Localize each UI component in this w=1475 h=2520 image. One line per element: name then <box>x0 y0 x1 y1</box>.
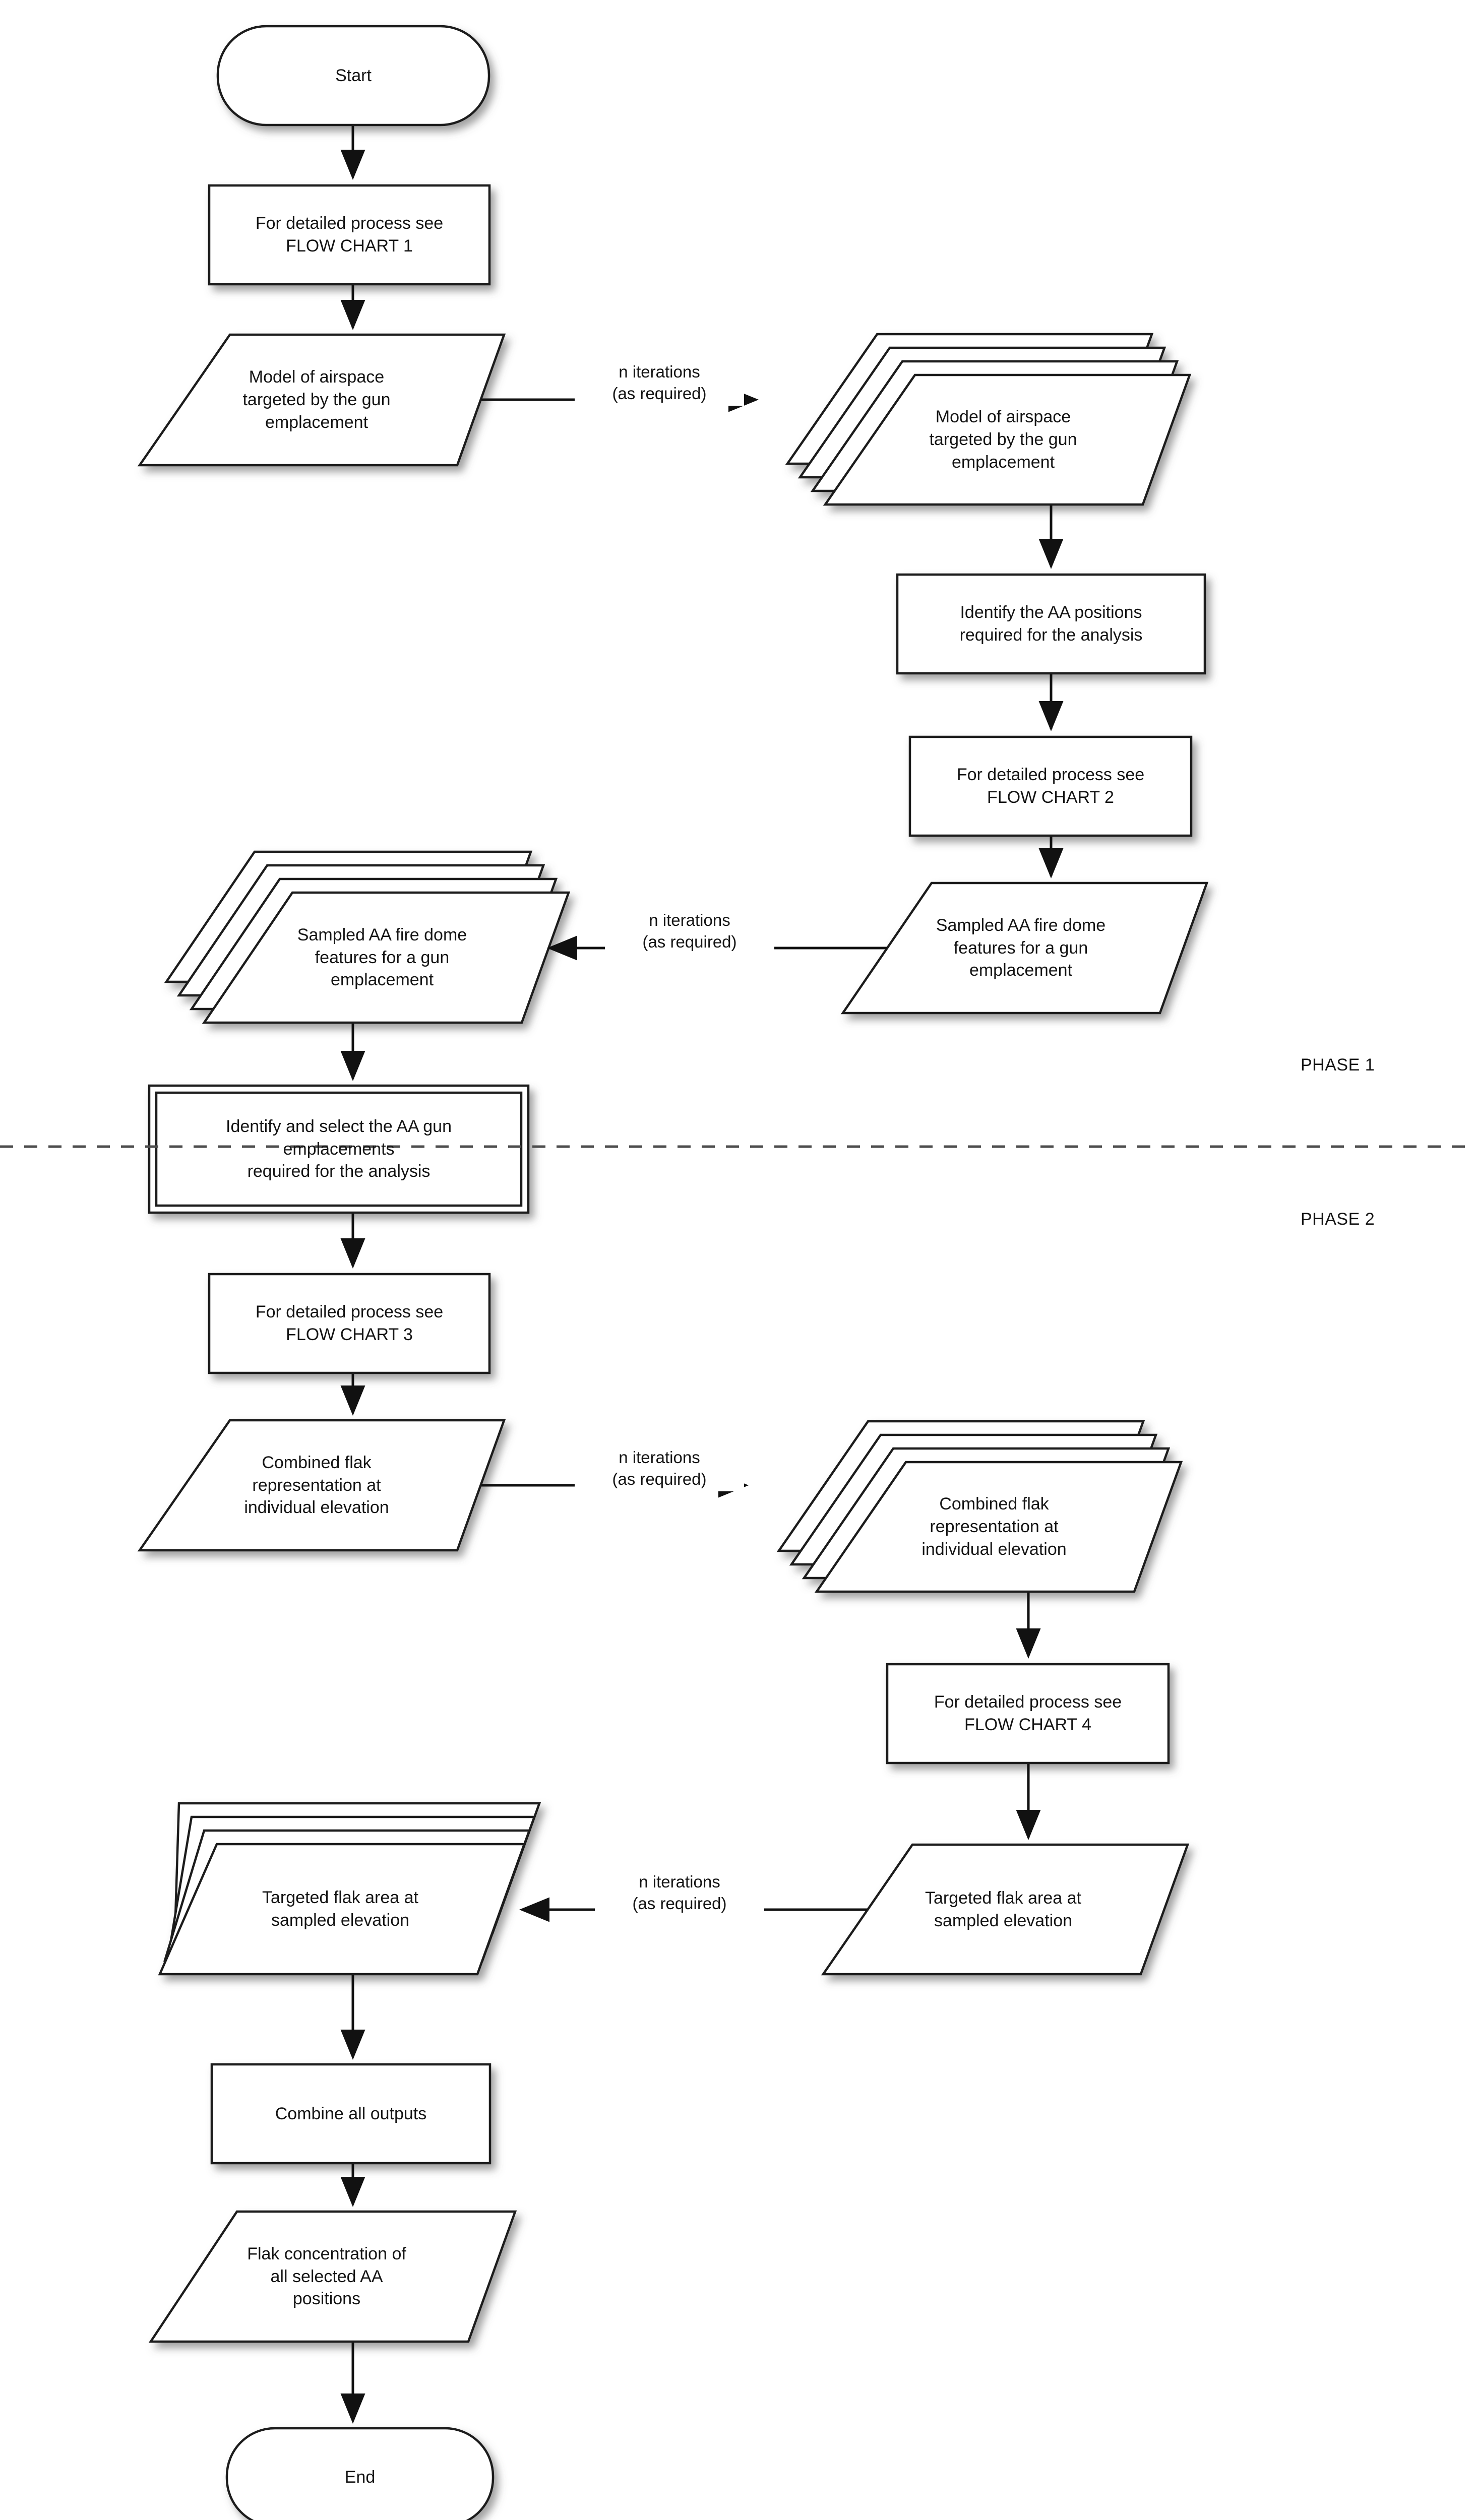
phase-2-label: PHASE 2 <box>1301 1210 1375 1229</box>
node-flowchart1-shape[interactable] <box>208 184 491 286</box>
edge-label-iteration-4: n iterations (as required) <box>595 1870 764 1916</box>
node-sampled-dome-single-shape[interactable] <box>840 881 1209 1015</box>
edge-label-iteration-3: n iterations (as required) <box>575 1446 744 1491</box>
node-model-airspace-single-shape[interactable] <box>137 333 506 467</box>
node-combined-flak-stack-shape[interactable] <box>776 1420 1183 1593</box>
node-start-shape[interactable] <box>216 25 490 127</box>
node-sampled-dome-stack-shape[interactable] <box>164 850 571 1024</box>
edge-label-iteration-1: n iterations (as required) <box>575 360 744 406</box>
node-targeted-flak-stack-shape[interactable] <box>158 1802 541 1976</box>
node-flowchart2-shape[interactable] <box>908 735 1193 837</box>
edge-label-iteration-2: n iterations (as required) <box>605 909 774 954</box>
node-end-shape[interactable] <box>225 2427 495 2520</box>
node-model-airspace-stack-shape[interactable] <box>785 333 1192 506</box>
node-combined-flak-single-shape[interactable] <box>137 1419 506 1552</box>
node-flowchart4-shape[interactable] <box>886 1663 1170 1765</box>
node-flak-concentration-shape[interactable] <box>148 2210 517 2343</box>
node-targeted-flak-single-shape[interactable] <box>821 1843 1190 1976</box>
node-combine-all-outputs-shape[interactable] <box>210 2063 491 2165</box>
node-identify-aa-positions-shape[interactable] <box>896 573 1206 675</box>
node-identify-select-gun-shape[interactable] <box>148 1084 530 1214</box>
phase-1-label: PHASE 1 <box>1301 1055 1375 1075</box>
node-flowchart3-shape[interactable] <box>208 1273 491 1374</box>
